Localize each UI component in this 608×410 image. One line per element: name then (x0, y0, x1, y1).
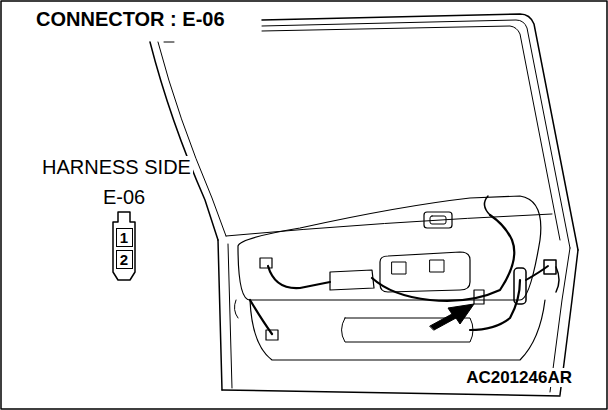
body-connector (544, 260, 556, 274)
trim-lower (250, 300, 545, 360)
connector-symbol (113, 212, 135, 280)
pin-box: 1 (116, 228, 133, 247)
door-front-lower (218, 240, 222, 390)
harness-wire (470, 280, 520, 330)
door-bottom (222, 390, 560, 396)
grommet (514, 268, 526, 304)
side-label: HARNESS SIDE (40, 156, 193, 178)
inner-handle (424, 212, 452, 228)
window-frame-inner-2 (262, 26, 560, 240)
window-frame-inner (262, 20, 570, 248)
connector-code: E-06 (101, 186, 147, 208)
harness-wire (372, 215, 514, 301)
harness-wire (556, 267, 559, 292)
harness-wire (268, 266, 330, 288)
trim-detail (234, 300, 238, 318)
window-switch (392, 262, 406, 274)
inner-handle-lever (430, 216, 446, 224)
pull-handle (330, 270, 374, 290)
door-front-edge (150, 42, 218, 240)
harness-wire (250, 300, 272, 334)
diagram-title: CONNECTOR : E-06 (34, 8, 227, 30)
door-front-lower-inner (228, 244, 232, 388)
harness-connector (266, 330, 278, 340)
trim-upper (238, 196, 541, 300)
door-front-edge-inner (158, 42, 226, 236)
switch-panel (380, 252, 470, 292)
figure-code: AC201246AR (464, 368, 574, 387)
pin-number: 1 (120, 230, 128, 245)
harness-connector (260, 258, 272, 268)
window-switch (430, 260, 444, 272)
pin-box: 2 (116, 250, 133, 269)
door-pocket (342, 318, 474, 342)
pin-number: 2 (120, 252, 128, 267)
door-edge-cap (164, 42, 174, 43)
harness-wire (484, 196, 490, 215)
harness-connector (474, 290, 484, 304)
pointer-arrow (430, 304, 474, 330)
